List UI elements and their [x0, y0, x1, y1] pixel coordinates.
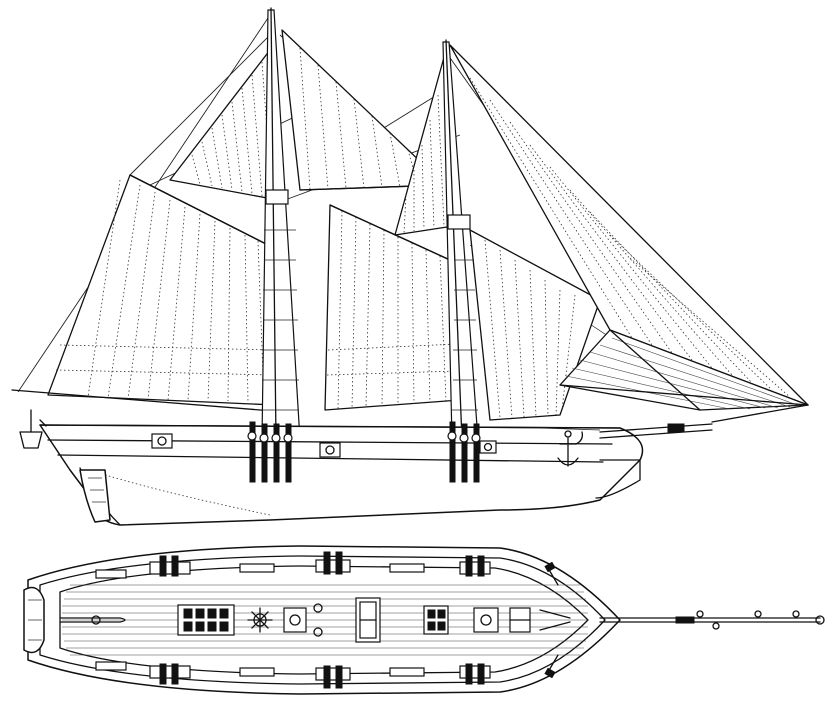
anchor-icon	[557, 430, 584, 467]
skylight	[177, 604, 235, 636]
bowsprit-plan	[599, 610, 825, 630]
main-topsail	[169, 49, 279, 201]
headsails	[449, 44, 809, 421]
profile-view	[11, 7, 809, 526]
foresail	[324, 204, 461, 411]
hull-profile	[19, 404, 809, 526]
gun-port	[151, 433, 173, 449]
fore-hatch	[423, 605, 449, 635]
gun-port	[479, 440, 497, 454]
stern-boat	[23, 586, 45, 654]
mainsail	[11, 174, 286, 413]
main-hatch	[355, 597, 381, 643]
gun-port	[319, 442, 341, 458]
deck-plan-view	[23, 545, 825, 695]
ship-wheel-icon	[247, 607, 273, 633]
